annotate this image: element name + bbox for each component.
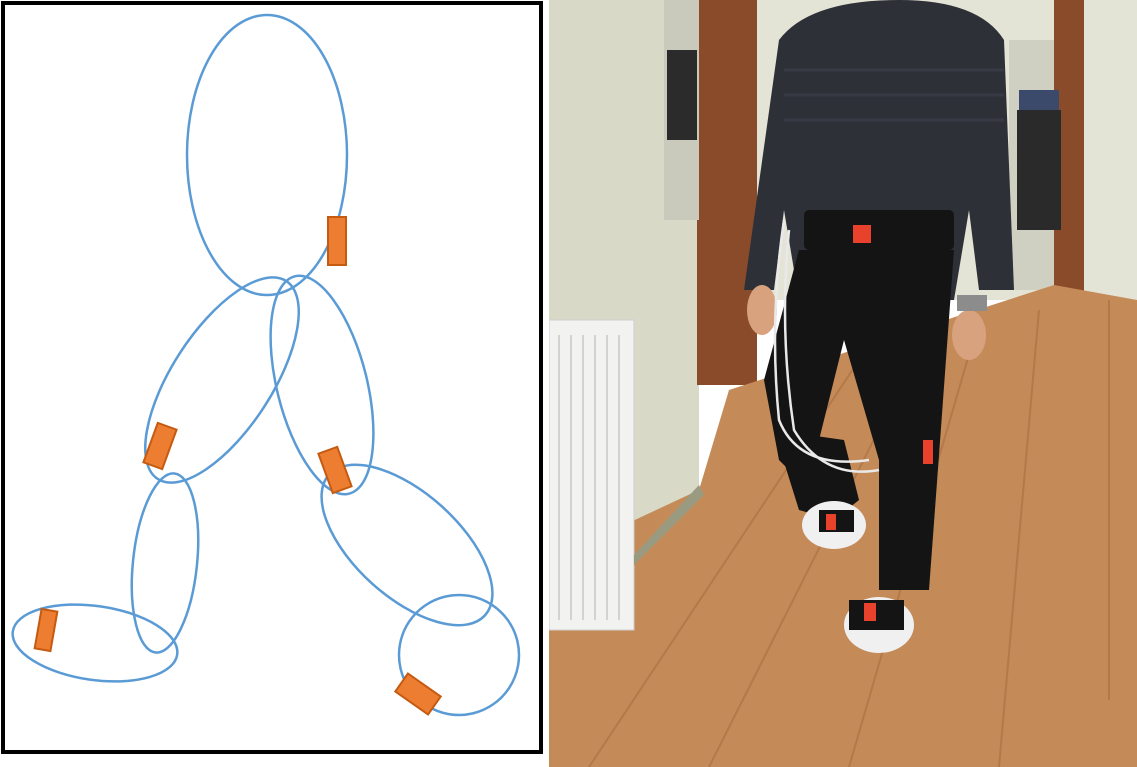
radiator [549,320,634,630]
photo-illustration [549,0,1137,767]
thigh-sensor-photo [923,440,933,464]
waist-sensor-photo [853,225,871,243]
raised-foot-sensor [826,514,836,530]
walking-subject-photo [549,0,1137,767]
door-frame-left [697,0,757,385]
stick-figure-diagram [0,0,545,767]
waist-sensor [328,217,346,265]
sensor-placement-diagram [0,0,545,767]
planted-foot-sensor [864,603,876,621]
sensor-belt [804,210,954,250]
